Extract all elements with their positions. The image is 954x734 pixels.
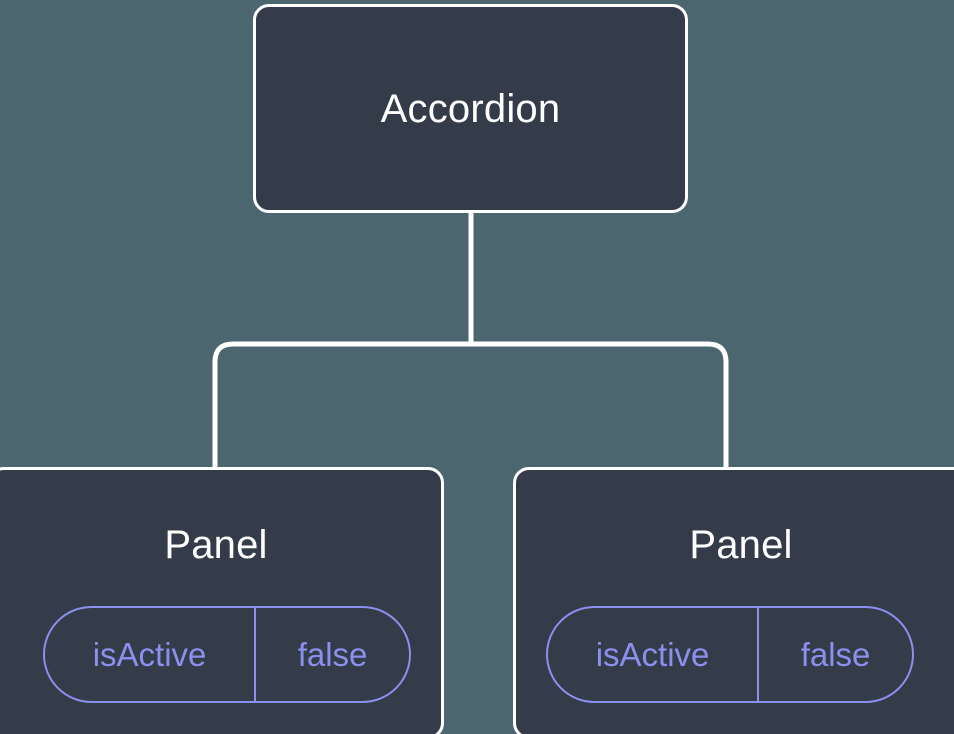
state-badge[interactable]: isActive false xyxy=(43,606,411,703)
tree-node-panel-1[interactable]: Panel isActive false xyxy=(0,467,444,734)
state-badge-key: isActive xyxy=(45,608,257,701)
state-badge-key: isActive xyxy=(548,608,760,701)
state-badge-value: false xyxy=(800,635,871,673)
node-title: Accordion xyxy=(380,86,561,131)
node-title: Panel xyxy=(164,523,268,567)
state-badge-value: false xyxy=(297,635,368,673)
node-title: Panel xyxy=(689,523,793,567)
tree-node-accordion[interactable]: Accordion xyxy=(253,4,688,213)
connector-branch-left xyxy=(212,341,471,470)
tree-node-panel-2[interactable]: Panel isActive false xyxy=(513,467,954,734)
state-badge[interactable]: isActive false xyxy=(546,606,914,703)
connector-branch-right xyxy=(471,341,729,470)
